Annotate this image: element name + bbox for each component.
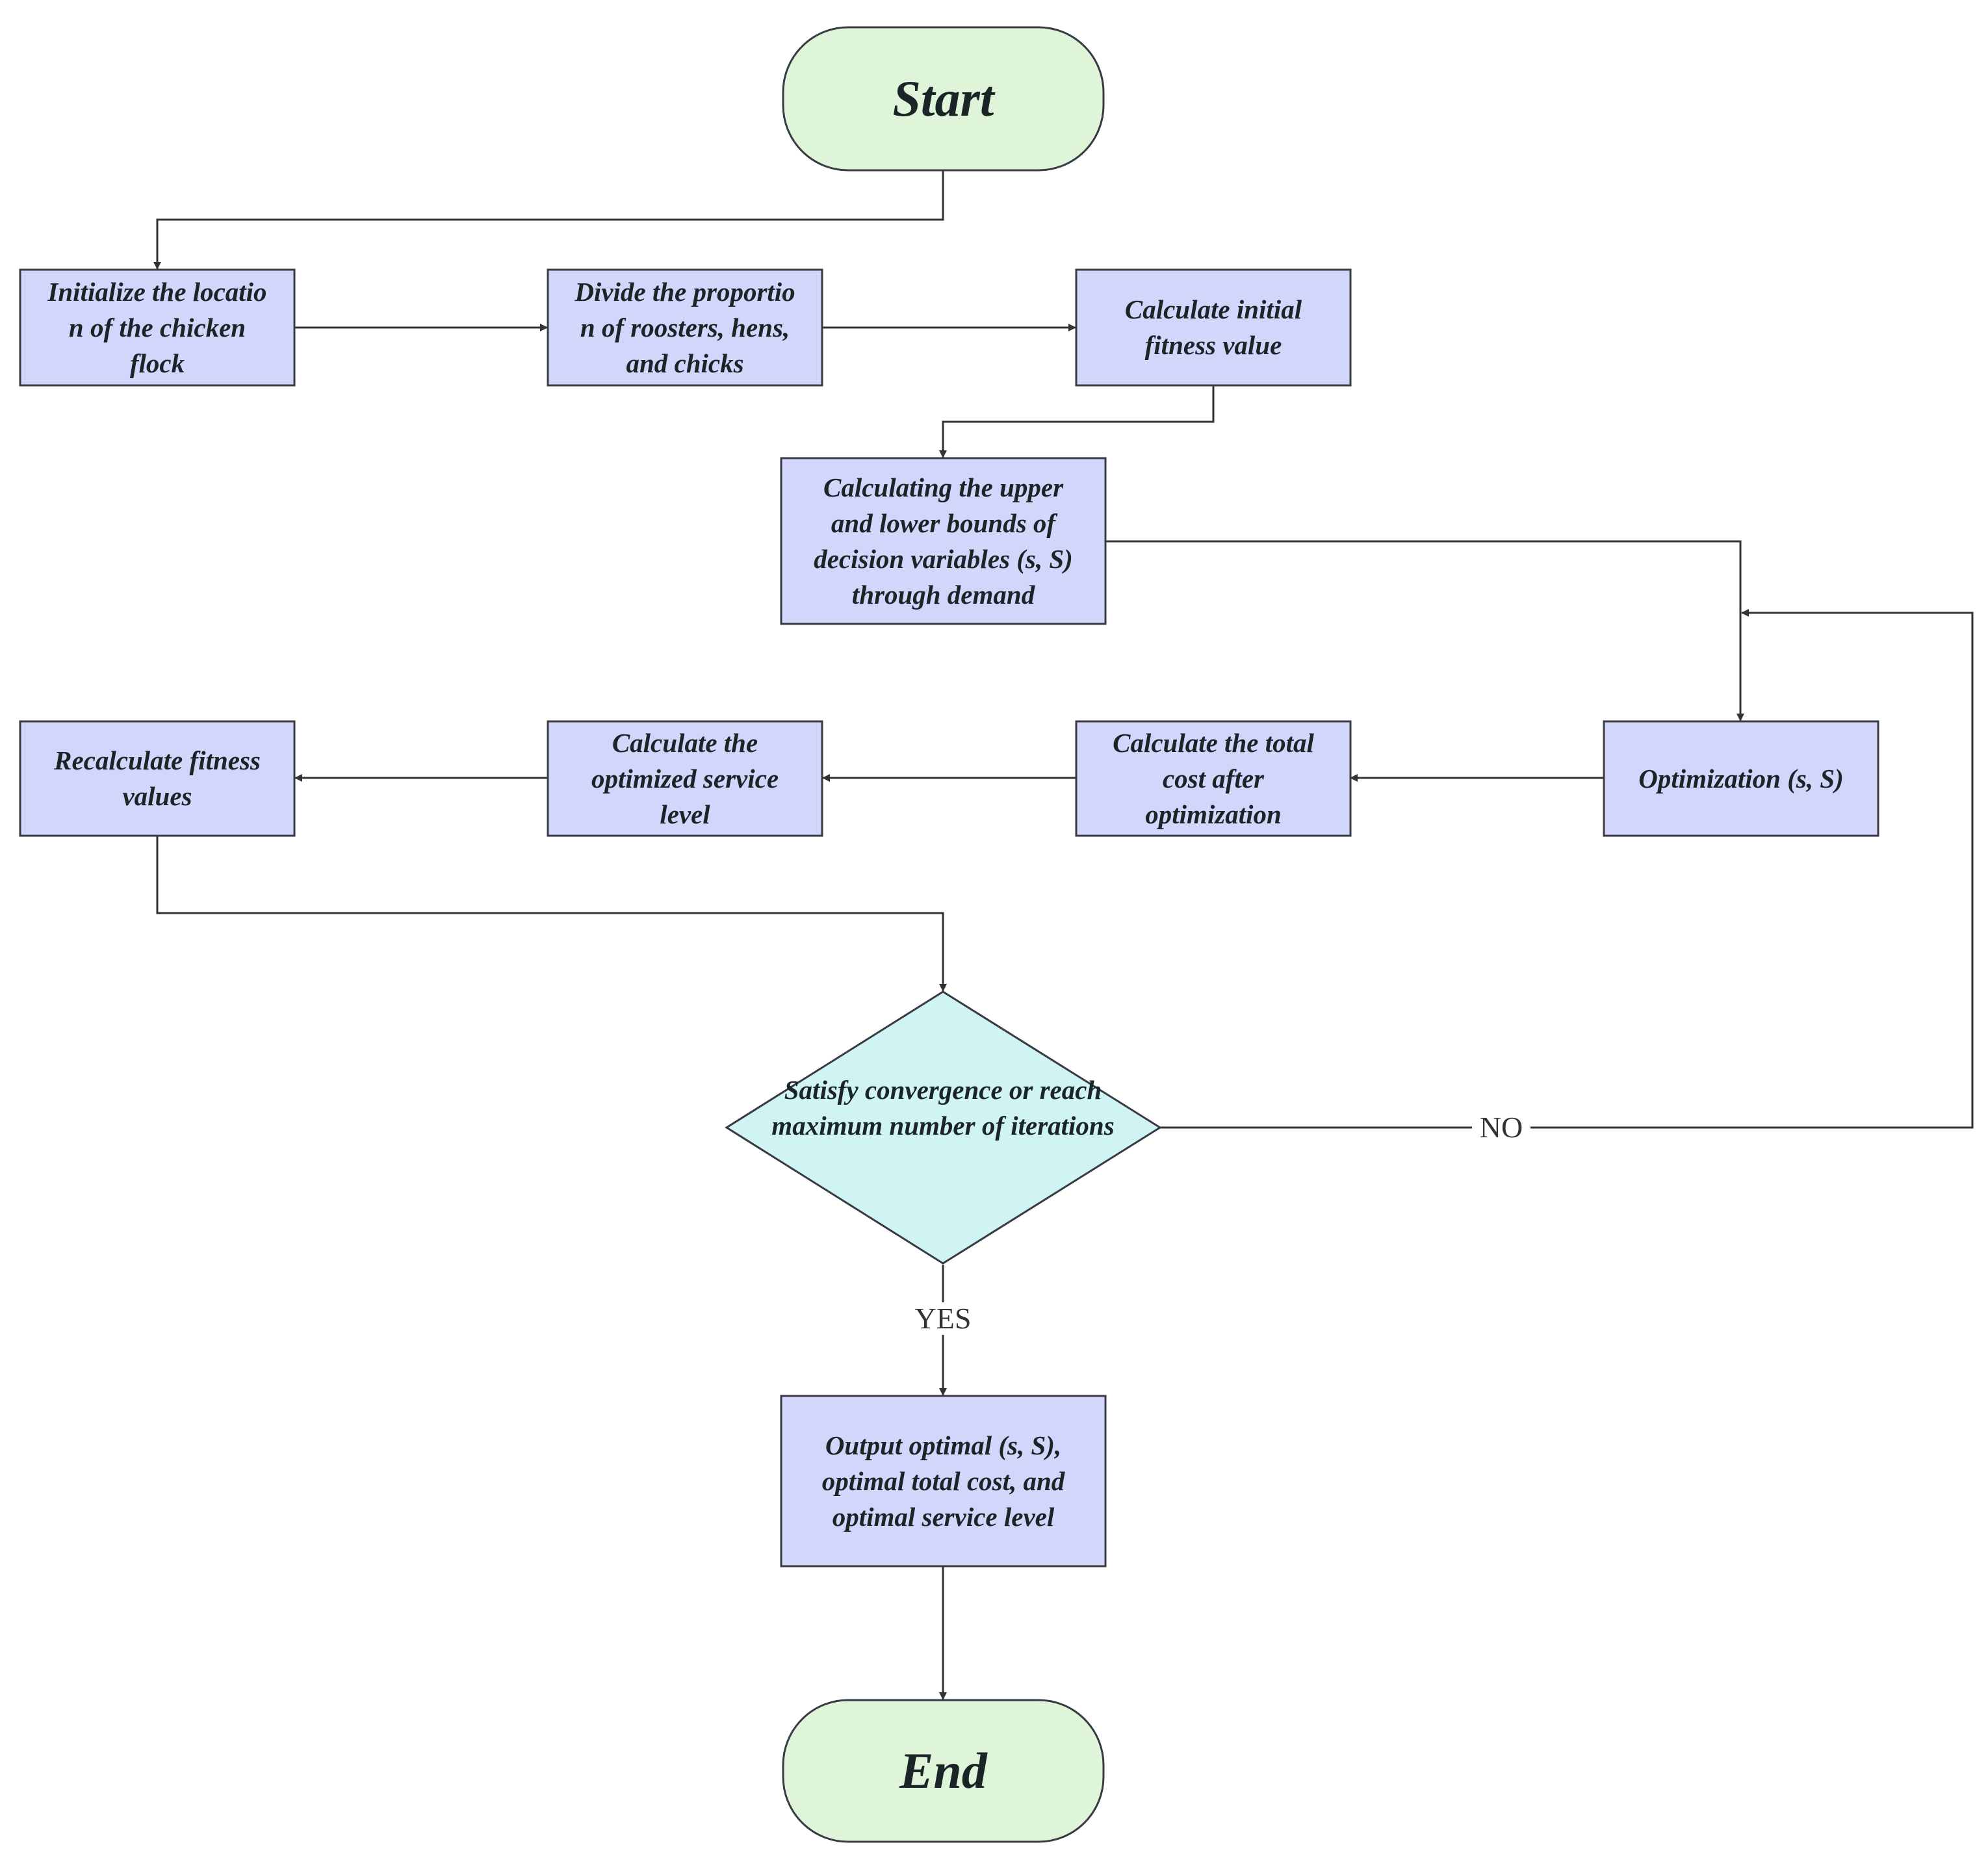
bounds-box xyxy=(780,457,1107,625)
convergence-label: Satisfy convergence or reach maximum num… xyxy=(771,1075,1115,1141)
bounds-label: Calculating the upper and lower bounds o… xyxy=(814,472,1073,610)
recalculate-fitness-box xyxy=(19,720,296,837)
yes-edge-label: YES xyxy=(907,1302,979,1335)
service-level-box xyxy=(547,720,823,837)
no-edge-label: NO xyxy=(1472,1111,1530,1144)
end-label: End xyxy=(899,1742,987,1799)
divide-proportion-box xyxy=(547,268,823,387)
total-cost-label: Calculate the total cost after optimizat… xyxy=(1113,727,1314,829)
output-box xyxy=(780,1395,1107,1568)
start-terminal xyxy=(782,26,1105,172)
optimization-box xyxy=(1603,720,1879,837)
convergence-decision xyxy=(725,990,1162,1265)
edge-start-to-init xyxy=(153,170,944,270)
optimization-label: Optimization (s, S) xyxy=(1638,763,1844,794)
divide-proportion-label: Divide the proportio n of roosters, hens… xyxy=(574,276,795,378)
initial-fitness-label: Calculate initial fitness value xyxy=(1124,294,1302,360)
edge-convergence-no-loop xyxy=(1160,609,1974,1129)
recalculate-fitness-label: Recalculate fitness values xyxy=(54,745,261,811)
edge-recalculate-to-convergence xyxy=(156,836,947,992)
init-location-box xyxy=(19,268,296,387)
edge-bounds-to-optimization xyxy=(1105,540,1744,721)
output-label: Output optimal (s, S), optimal total cos… xyxy=(821,1430,1065,1532)
start-label: Start xyxy=(892,70,994,127)
initial-fitness-box xyxy=(1075,268,1352,387)
edge-fitness-to-bounds xyxy=(939,386,1215,458)
init-location-label: Initialize the locatio n of the chicken … xyxy=(47,276,267,378)
total-cost-box xyxy=(1075,720,1352,837)
service-level-label: Calculate the optimized service level xyxy=(591,727,779,829)
end-terminal xyxy=(782,1699,1105,1843)
